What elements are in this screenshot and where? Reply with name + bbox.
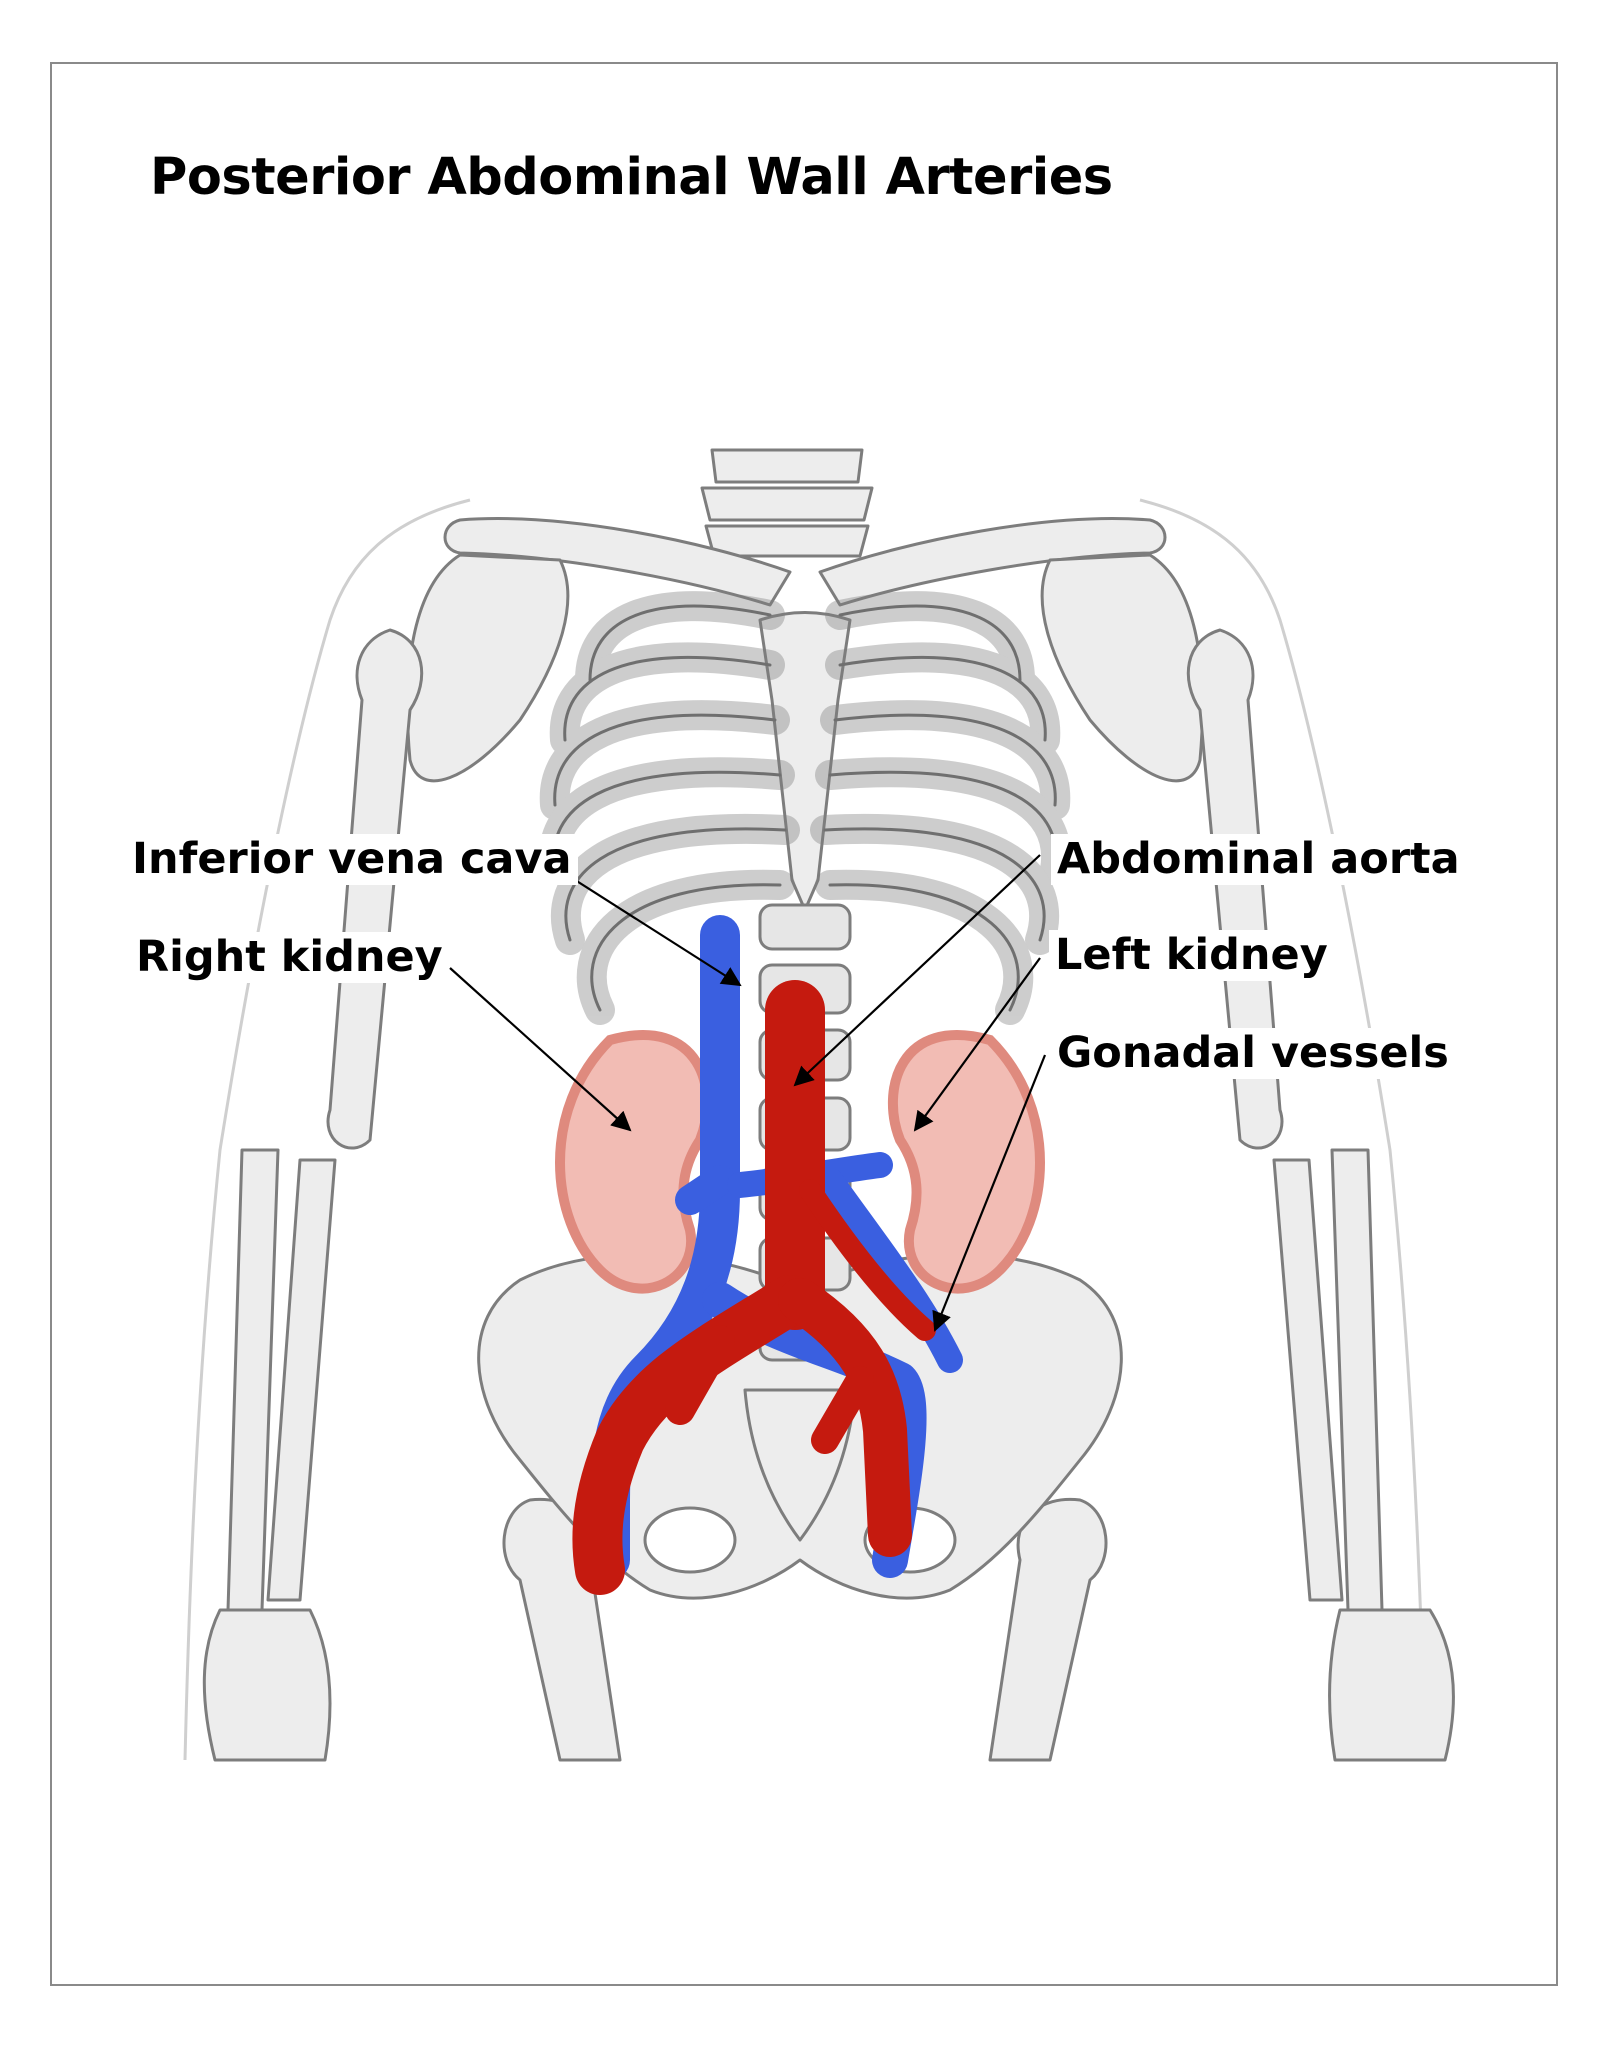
cervical-vertebra [706, 526, 868, 556]
right-humerus [328, 630, 422, 1148]
label-abdominal-aorta: Abdominal aorta [1051, 834, 1466, 885]
right-renal-vein [690, 1180, 720, 1200]
right-hand [204, 1610, 330, 1760]
label-left-kidney: Left kidney [1049, 930, 1334, 981]
cervical-vertebra [702, 488, 872, 520]
right-ulna [228, 1150, 278, 1610]
left-hand [1330, 1610, 1454, 1760]
left-radius [1274, 1160, 1342, 1600]
right-scapula [407, 555, 567, 781]
left-ulna [1332, 1150, 1382, 1610]
right-kidney [560, 1035, 707, 1289]
cervical-vertebra [712, 450, 862, 482]
label-right-kidney: Right kidney [130, 932, 449, 983]
label-inferior-vena-cava: Inferior vena cava [126, 834, 578, 885]
right-radius [268, 1160, 335, 1600]
label-gonadal-vessels: Gonadal vessels [1051, 1028, 1455, 1079]
left-scapula [1042, 555, 1202, 781]
